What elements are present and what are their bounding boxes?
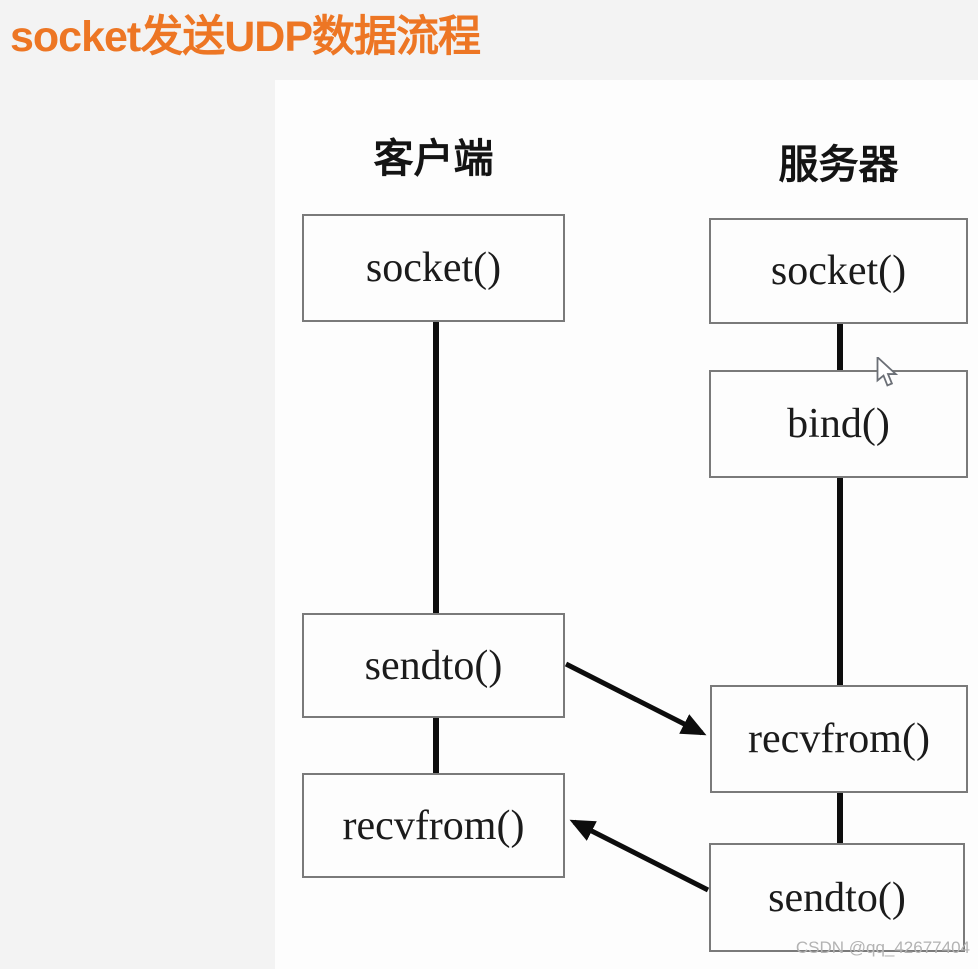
mouse-cursor-icon [876, 357, 899, 387]
watermark: CSDN @qq_42677404 [795, 938, 970, 957]
client-sendto-label: sendto() [364, 642, 503, 689]
server-socket-label: socket() [770, 248, 907, 294]
client-recvfrom-box: recvfrom() [302, 773, 565, 878]
client-socket-label: socket() [365, 245, 502, 291]
client-socket-box: socket() [302, 214, 565, 322]
client-column-header: 客户端 [373, 137, 494, 181]
server-bind-label: bind() [787, 401, 890, 447]
server-bind-box: bind() [709, 370, 968, 478]
server-column-header: 服务器 [778, 143, 899, 187]
server-recvfrom-label: recvfrom() [748, 716, 930, 762]
server-sendto-box: sendto() [709, 843, 965, 952]
client-sendto-box: sendto() [302, 613, 565, 718]
server-recvfrom-box: recvfrom() [710, 685, 968, 793]
server-sendto-label: sendto() [768, 874, 906, 921]
client-recvfrom-label: recvfrom() [342, 802, 525, 849]
page-title: socket发送UDP数据流程 [10, 13, 481, 61]
server-socket-box: socket() [709, 218, 968, 324]
